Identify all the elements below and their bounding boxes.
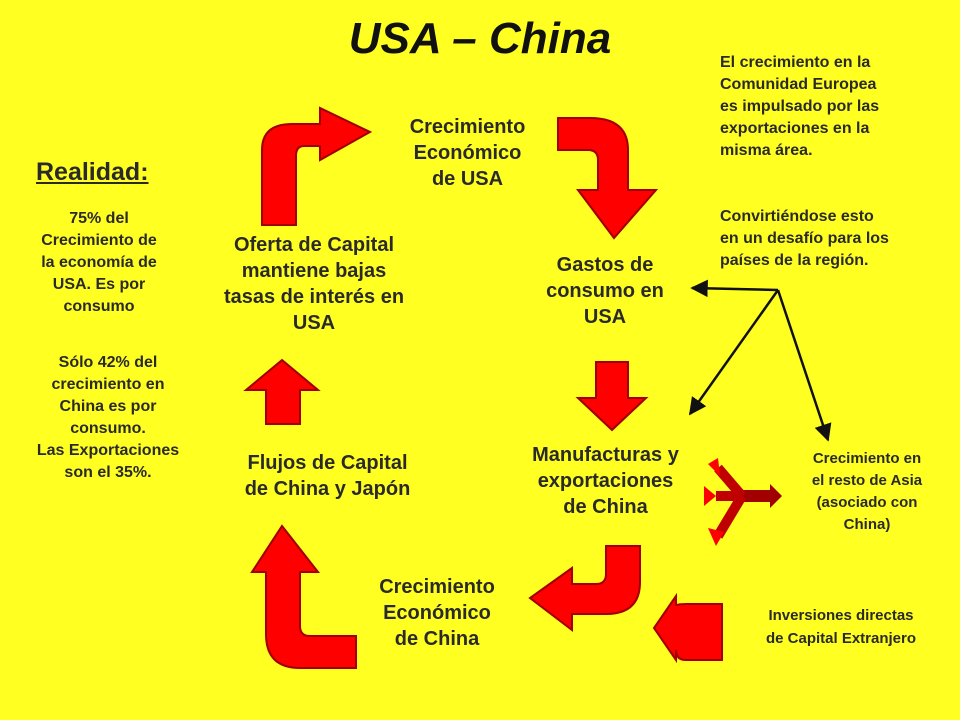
note-line: El crecimiento en la	[720, 54, 871, 71]
asia-growth-note: Crecimiento en el resto de Asia (asociad…	[782, 448, 952, 536]
reality-heading: Realidad:	[36, 158, 149, 186]
note-line: Crecimiento en	[812, 450, 922, 467]
note-line: China es por	[59, 398, 157, 415]
note-line: 75% del	[69, 210, 129, 227]
note-line: es impulsado por las	[720, 98, 880, 115]
fdi-arrow-left	[652, 592, 723, 664]
note-line: USA. Es por	[52, 276, 146, 293]
eu-growth-note: El crecimiento en la Comunidad Europea e…	[720, 52, 950, 162]
page-title: USA – China	[348, 14, 612, 63]
node-usa-consumption: Gastos de consumo en USA	[520, 252, 690, 330]
note-line: Inversiones directas	[768, 607, 914, 624]
note-line: países de la región.	[720, 252, 869, 269]
curved-arrow-up-right	[261, 106, 373, 226]
node-line: Económico	[383, 602, 491, 624]
curved-arrow-down-left	[528, 545, 641, 633]
note-line: China)	[843, 516, 891, 533]
arrow-down	[575, 361, 649, 432]
arrow-up	[243, 358, 321, 425]
node-capital-flows: Flujos de Capital de China y Japón	[220, 450, 435, 502]
node-line: Económico	[413, 142, 522, 164]
node-line: tasas de interés en	[223, 286, 405, 308]
curved-arrow-up-left	[250, 524, 357, 669]
curved-arrow-down-right	[557, 117, 659, 240]
connector-to-asia	[776, 289, 832, 442]
node-line: Flujos de Capital	[247, 452, 408, 474]
node-line: consumo en	[546, 280, 664, 302]
note-line: Sólo 42% del	[58, 354, 158, 371]
note-line: Las Exportaciones	[36, 442, 180, 459]
node-line: mantiene bajas	[241, 260, 387, 282]
node-line: de USA	[431, 168, 504, 190]
note-line: el resto de Asia	[811, 472, 923, 489]
note-line: exportaciones en la	[720, 120, 870, 137]
note-line: Crecimiento de	[41, 232, 157, 249]
note-line: en un desafío para los	[720, 230, 889, 247]
note-line: (asociado con	[816, 494, 918, 511]
node-line: de China	[394, 628, 480, 650]
node-line: de China	[563, 496, 648, 518]
node-capital-supply: Oferta de Capital mantiene bajas tasas d…	[200, 232, 428, 336]
note-line: crecimiento en	[51, 376, 165, 393]
challenge-note: Convirtiéndose esto en un desafío para l…	[720, 206, 955, 272]
trident-arrow	[704, 458, 782, 546]
node-china-manufacturing: Manufacturas y exportaciones de China	[508, 442, 703, 520]
note-line: Comunidad Europea	[720, 76, 877, 93]
node-line: USA	[292, 312, 336, 334]
note-line: misma área.	[720, 142, 813, 159]
note-line: consumo.	[70, 420, 146, 437]
node-line: USA	[583, 306, 627, 328]
connector-to-consumption	[690, 279, 779, 298]
note-line: de Capital Extranjero	[765, 630, 917, 647]
note-line: Convirtiéndose esto	[720, 208, 874, 225]
china-reality-note: Sólo 42% del crecimiento en China es por…	[6, 352, 210, 484]
connector-to-manufacturing	[688, 289, 780, 416]
note-line: son el 35%.	[64, 464, 152, 481]
node-china-growth: Crecimiento Económico de China	[352, 574, 522, 652]
node-line: exportaciones	[537, 470, 674, 492]
fdi-note: Inversiones directas de Capital Extranje…	[728, 604, 954, 650]
node-line: de China y Japón	[244, 478, 411, 500]
node-line: Gastos de	[556, 254, 654, 276]
note-line: la economía de	[41, 254, 157, 271]
node-line: Crecimiento	[379, 576, 495, 598]
node-usa-growth: Crecimiento Económico de USA	[380, 114, 555, 192]
usa-reality-note: 75% del Crecimiento de la economía de US…	[10, 208, 188, 318]
note-line: consumo	[63, 298, 135, 315]
node-line: Manufacturas y	[532, 444, 679, 466]
node-line: Oferta de Capital	[233, 234, 395, 256]
node-line: Crecimiento	[409, 116, 526, 138]
